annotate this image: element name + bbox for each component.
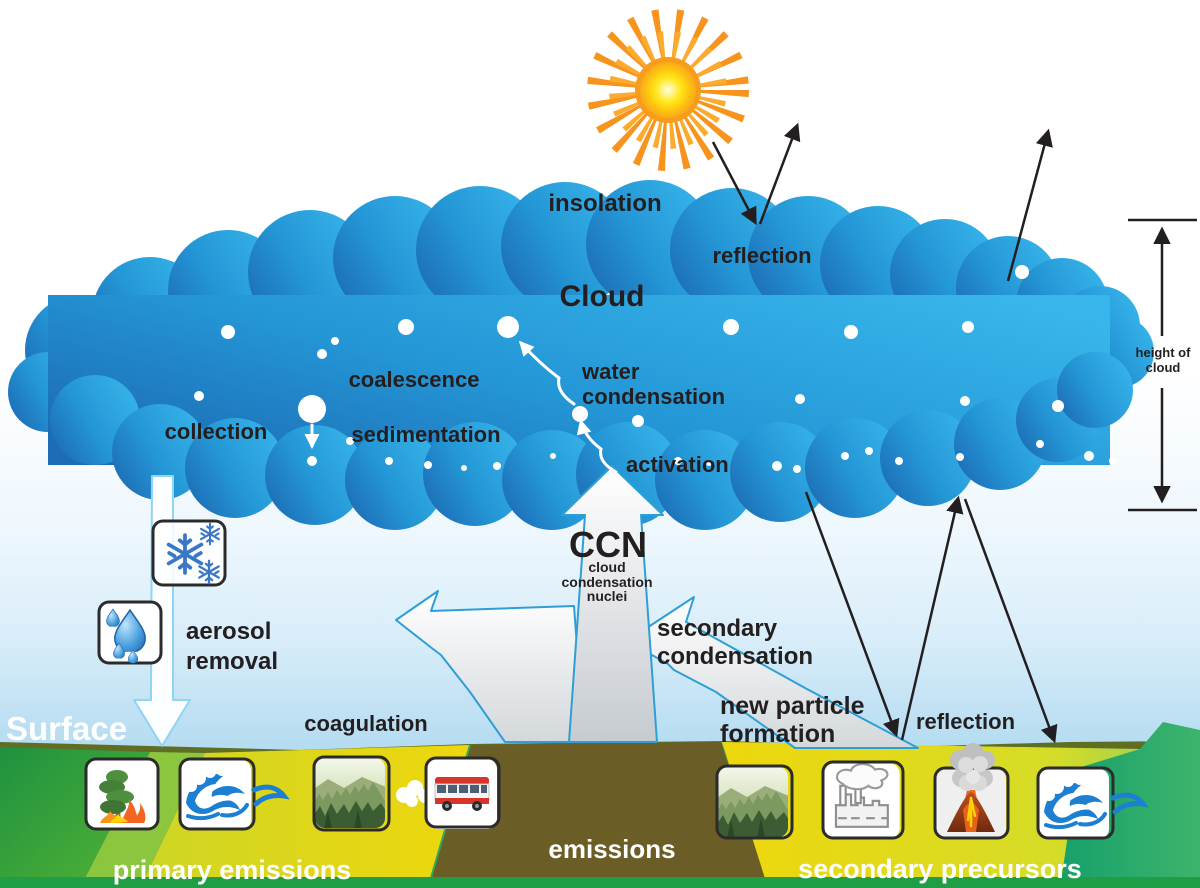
coalescence-label: coalescence (349, 367, 480, 392)
sedimentation-label: sedimentation (351, 422, 500, 447)
forest-icon (715, 764, 794, 840)
ccn-full-line2: condensation (561, 574, 652, 590)
forest-icon (312, 755, 391, 832)
ccn-full-line1: cloud (588, 559, 625, 575)
bus-icon (424, 756, 501, 830)
secondary-condensation-label-line1: secondary (657, 615, 778, 642)
cloud-droplets (194, 265, 1117, 482)
ccn-arrow (561, 465, 664, 743)
reflection-top-label: reflection (712, 243, 811, 268)
emissions-road (428, 742, 770, 888)
coagulation-label: coagulation (304, 711, 427, 736)
volcano-icon (933, 743, 1010, 840)
radiation-arrows (711, 122, 1058, 744)
primary-source-icons (84, 755, 501, 832)
reflection-bottom-label: reflection (916, 709, 1015, 734)
height-of-cloud-label-line2: cloud (1146, 360, 1181, 375)
surface-reflection-down-arrow (963, 498, 1058, 744)
process-arrows (395, 465, 919, 749)
secondary-condensation-label-line2: condensation (657, 643, 813, 670)
cloud-shape (8, 180, 1154, 530)
water-condensation-label-line1: water (581, 359, 640, 384)
secondary-precursors-label: secondary precursors (798, 854, 1082, 884)
sun-icon (587, 9, 749, 171)
insolation-arrow (711, 141, 757, 226)
insolation-label: insolation (548, 190, 661, 217)
activation-label: activation (626, 452, 729, 477)
bottom-green-strip (0, 877, 1200, 888)
new-particle-formation-label-line2: formation (720, 720, 835, 748)
raindrops-icon (97, 600, 163, 665)
snowflakes-icon (151, 519, 227, 587)
cloud-reflection-arrow (758, 122, 801, 225)
activation-growth-arrows (304, 340, 618, 474)
water-condensation-label-line2: condensation (582, 384, 725, 409)
aerosol-removal-label-line2: removal (186, 648, 278, 675)
diagram-labels: insolation reflection Cloud coalescence … (6, 190, 1191, 885)
cloud-title: Cloud (560, 280, 645, 313)
downwelling-arrow (804, 491, 900, 738)
ccn-full-line3: nuclei (587, 588, 627, 604)
surface-label: Surface (6, 710, 127, 747)
new-particle-formation-label-line1: new particle (720, 692, 865, 720)
emissions-label: emissions (548, 834, 675, 864)
coagulation-arrow (395, 590, 585, 743)
height-of-cloud-label-line1: height of (1136, 345, 1192, 360)
surface-reflection-up-arrow (900, 495, 964, 741)
secondary-condensation-arrow (626, 596, 919, 749)
factory-icon (821, 760, 905, 840)
wildfire-icon (84, 757, 160, 831)
cloud-top-reflection-arrow (1006, 128, 1053, 282)
primary-emissions-label: primary emissions (113, 855, 352, 885)
ocean-waves-icon (1036, 766, 1149, 840)
aerosol-removal-label-line1: aerosol (186, 618, 271, 645)
ccn-label: CCN (569, 524, 647, 565)
height-of-cloud-bracket (1128, 218, 1197, 512)
collection-label: collection (165, 419, 268, 444)
secondary-source-icons (715, 743, 1149, 840)
ocean-waves-icon (178, 757, 290, 831)
